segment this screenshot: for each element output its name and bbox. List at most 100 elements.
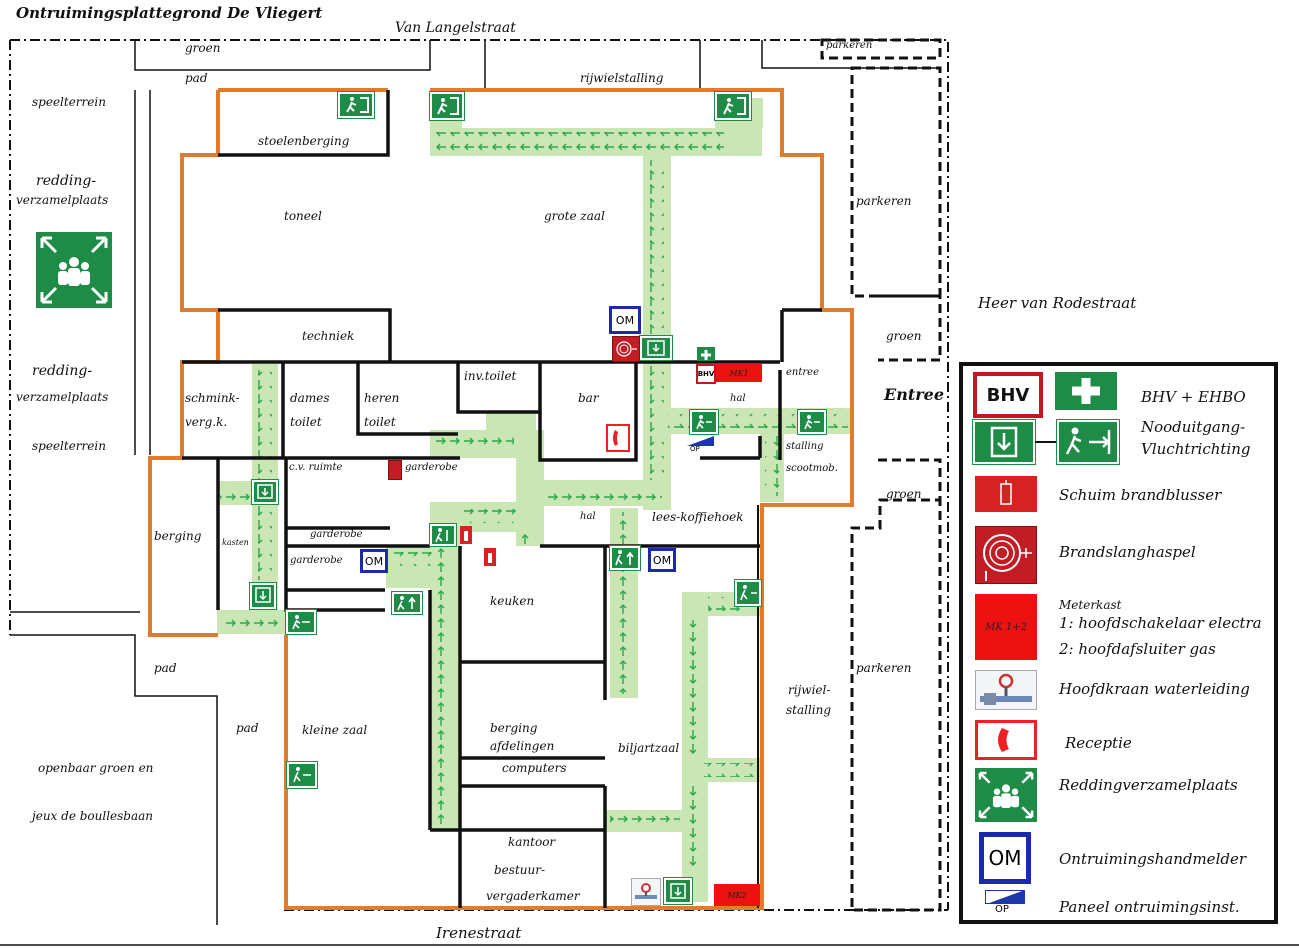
exit-door-icon	[663, 877, 693, 905]
property-boundary	[9, 39, 949, 911]
street-east: Heer van Rodestraat	[978, 294, 1137, 312]
reception-icon	[975, 720, 1037, 760]
legend-meterkast-2: 2: hoofdafsluiter gas	[1059, 640, 1216, 658]
exit-sign-icon	[689, 409, 719, 435]
exit-sign-icon	[429, 523, 457, 547]
fire-extinguisher-icon	[484, 548, 496, 566]
label-openbaar-1: openbaar groen en	[38, 761, 154, 775]
room-techniek: techniek	[302, 329, 355, 343]
label-pad-n: pad	[185, 71, 208, 85]
label-redding-2a: redding-	[32, 363, 93, 379]
exit-door-icon	[639, 335, 673, 361]
om-call-point-icon: OM	[979, 832, 1031, 884]
room-berging-afd-1: berging	[490, 721, 538, 735]
room-berging-afd-2: afdelingen	[490, 739, 555, 753]
legend-connector	[1035, 441, 1057, 443]
legend-ontruimingshandmelder: Ontruimingshandmelder	[1059, 850, 1247, 868]
hose-reel-icon	[975, 526, 1037, 584]
legend-bhv-box: BHV	[973, 372, 1043, 418]
room-inv-toilet: inv.toilet	[464, 369, 517, 383]
label-speelterrein-1: speelterrein	[32, 95, 106, 109]
room-kleine-zaal: kleine zaal	[302, 723, 368, 737]
room-lees-koffiehoek: lees-koffiehoek	[652, 510, 744, 524]
label-redding-1a: redding-	[36, 173, 97, 189]
legend-redding: Reddingverzamelplaats	[1059, 776, 1238, 794]
om-call-point-icon: OM	[648, 548, 676, 572]
room-schmink-1: schmink-	[185, 391, 240, 405]
room-computers: computers	[502, 761, 567, 775]
room-schmink-2: verg.k.	[185, 415, 228, 429]
label-groen-n: groen	[185, 41, 221, 55]
meter-cupboard-icon: MK2	[714, 884, 760, 906]
fire-extinguisher-icon	[975, 476, 1037, 512]
legend-nooduitgang-2: Vluchtrichting	[1141, 440, 1251, 458]
reception-icon	[606, 424, 630, 452]
room-biljartzaal: biljartzaal	[618, 741, 680, 755]
meter-cupboard-icon: MK1	[716, 364, 762, 382]
room-keuken: keuken	[490, 594, 535, 608]
label-parkeren-ne: parkeren	[826, 40, 873, 51]
label-speelterrein-2: speelterrein	[32, 439, 106, 453]
room-grote-zaal: grote zaal	[544, 209, 605, 223]
water-tap-icon	[975, 670, 1037, 710]
label-redding-1b: verzamelplaats	[16, 193, 109, 207]
exit-sign-icon	[797, 409, 827, 435]
legend-mk-box: MK 1+2	[975, 594, 1037, 660]
room-rijwielstalling: rijwielstalling	[580, 71, 664, 85]
legend: BHV BHV + EHBO Nooduitgang- Vluchtrichti…	[959, 362, 1278, 924]
room-heren-2: toilet	[364, 415, 396, 429]
room-heren-1: heren	[364, 391, 400, 405]
map-title: Ontruimingsplattegrond De Vliegert	[16, 4, 323, 22]
room-bestuur-1: bestuur-	[494, 863, 546, 877]
entrance-label: Entree	[884, 385, 945, 404]
om-call-point-icon: OM	[609, 306, 641, 334]
om-call-point-icon: OM	[360, 549, 388, 573]
label-rijwiel-2: stalling	[786, 703, 832, 717]
legend-hoofdkraan: Hoofdkraan waterleiding	[1059, 680, 1250, 698]
escape-routes	[217, 98, 852, 902]
interior-walls	[182, 90, 822, 908]
label-redding-2b: verzamelplaats	[16, 390, 109, 404]
bhv-icon: BHV	[696, 364, 716, 384]
room-garderobe-1: garderobe	[405, 462, 458, 473]
room-kasten: kasten	[222, 538, 249, 547]
street-north: Van Langelstraat	[395, 20, 516, 36]
legend-brandslang: Brandslanghaspel	[1059, 543, 1196, 561]
first-aid-icon	[1055, 372, 1117, 410]
exit-sign-icon	[1056, 419, 1120, 465]
label-pad-w1: pad	[154, 661, 177, 675]
room-dames-1: dames	[290, 391, 330, 405]
room-berging: berging	[154, 529, 202, 543]
parking-outlines	[820, 38, 942, 912]
room-hal-mid: hal	[580, 511, 596, 522]
exit-sign-icon	[285, 609, 317, 635]
fire-extinguisher-icon	[460, 526, 472, 544]
label-parkeren-e2: parkeren	[856, 661, 912, 675]
assembly-point-icon	[36, 232, 112, 308]
legend-paneel: Paneel ontruimingsinst.	[1059, 898, 1240, 916]
label-parkeren-e1: parkeren	[856, 194, 912, 208]
hose-reel-icon	[388, 460, 402, 480]
legend-bhv-ehbo: BHV + EHBO	[1141, 388, 1246, 406]
room-entree: entree	[786, 367, 819, 378]
label-groen-e1: groen	[886, 329, 922, 343]
label-openbaar-2: jeux de boullesbaan	[32, 809, 154, 823]
room-garderobe-2: garderobe	[310, 529, 363, 540]
op-panel-icon: OP	[686, 436, 714, 454]
label-pad-w2: pad	[236, 721, 259, 735]
label-rijwiel-1: rijwiel-	[788, 683, 831, 697]
first-aid-icon	[697, 347, 715, 361]
exit-door-icon	[249, 582, 277, 610]
room-kantoor: kantoor	[508, 835, 556, 849]
legend-brandblusser: Schuim brandblusser	[1059, 486, 1222, 504]
exit-sign-icon	[714, 91, 752, 121]
room-dames-2: toilet	[290, 415, 322, 429]
room-toneel: toneel	[284, 209, 322, 223]
legend-op-label: OP	[995, 904, 1009, 915]
hose-reel-icon	[612, 336, 640, 362]
exit-sign-icon	[609, 545, 641, 571]
room-cv-ruimte: c.v. ruimte	[289, 462, 343, 473]
exit-sign-icon	[286, 761, 318, 789]
label-groen-e2: groen	[886, 487, 922, 501]
exit-sign-icon	[429, 91, 465, 121]
